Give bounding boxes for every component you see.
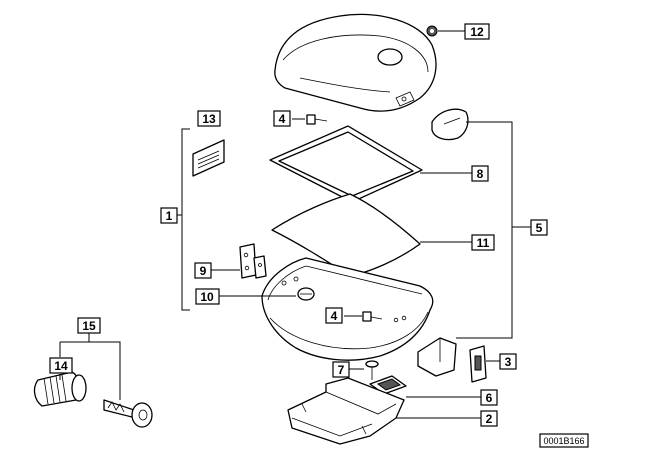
callout-6: 6 [480,389,498,406]
callout-10-label: 10 [200,290,214,304]
part-latch-upper [431,108,469,141]
callout-4-upper-label: 4 [279,112,286,126]
part-seal [269,125,423,203]
part-lock-cylinder [33,371,87,407]
drawing-code: 0001B166 [539,433,589,448]
callout-9-label: 9 [200,264,207,278]
callout-12-label: 12 [470,25,484,39]
part-bracket [287,377,405,445]
callout-13-label: 13 [202,112,216,126]
callout-7: 7 [332,361,350,378]
part-clip [469,345,487,383]
part-cap [426,25,438,37]
callout-14: 14 [49,357,73,374]
callout-13: 13 [197,110,221,127]
callout-6-label: 6 [486,391,493,405]
part-screw-upper [292,114,328,125]
callout-4-lower-label: 4 [331,309,338,323]
part-latch-lower [417,337,457,377]
callout-2-label: 2 [486,412,493,426]
callout-3-label: 3 [505,355,512,369]
callout-5-label: 5 [536,221,543,235]
part-case-body [261,257,434,361]
callout-4-lower: 4 [325,307,343,324]
callout-9: 9 [194,262,212,279]
callout-11: 11 [471,234,495,251]
callout-15: 15 [77,317,101,334]
callout-11-label: 11 [477,236,490,250]
callout-3: 3 [499,353,517,370]
part-base-mat [271,193,421,277]
callout-8: 8 [471,165,489,182]
callout-14-label: 14 [54,359,68,373]
drawing-code-label: 0001B166 [543,436,584,446]
callout-7-label: 7 [338,363,345,377]
callout-5: 5 [530,219,548,236]
callout-1-label: 1 [166,209,173,223]
part-label-sticker [192,139,225,177]
callout-2: 2 [480,410,498,427]
leader-lines [59,30,531,419]
callout-4-upper: 4 [273,110,291,127]
part-key [103,399,153,428]
part-screw-small [349,360,379,380]
callout-10: 10 [195,288,220,305]
part-lid [274,13,437,112]
part-screw-lower [344,311,383,322]
part-hinge [239,243,267,279]
part-screw-hinge [219,287,315,301]
callout-8-label: 8 [477,167,484,181]
callout-1: 1 [160,207,178,224]
callout-12: 12 [464,23,490,40]
callout-15-label: 15 [82,319,96,333]
